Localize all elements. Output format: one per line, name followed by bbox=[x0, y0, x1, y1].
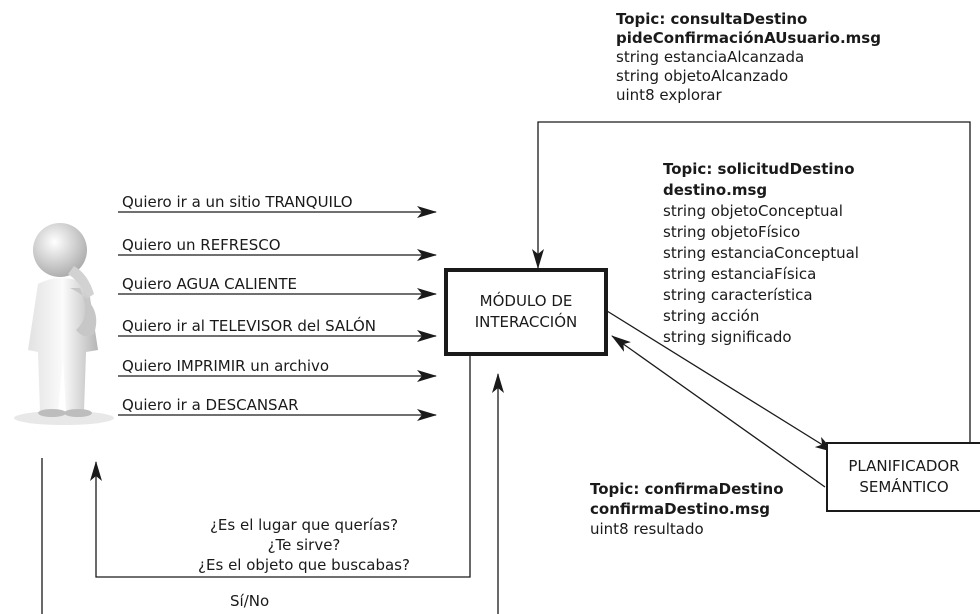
thinking-person-icon bbox=[14, 223, 114, 425]
questions-connector bbox=[90, 356, 471, 578]
request-label: Quiero ir a DESCANSAR bbox=[122, 396, 299, 414]
question-label: ¿Es el objeto que buscabas? bbox=[198, 556, 410, 574]
confirma-field: uint8 resultado bbox=[590, 520, 704, 538]
request-label: Quiero un REFRESCO bbox=[122, 236, 281, 254]
consulta-msg-name: pideConfirmaciónAUsuario.msg bbox=[616, 29, 881, 47]
modulo-interaccion-node: MÓDULO DE INTERACCIÓN bbox=[444, 268, 608, 356]
node-label: INTERACCIÓN bbox=[474, 313, 578, 331]
solicitud-field: string objetoFísico bbox=[663, 223, 801, 241]
planificador-semantico-node: PLANIFICADOR SEMÁNTICO bbox=[826, 442, 980, 512]
solicitud-msg-name: destino.msg bbox=[663, 181, 768, 199]
solicitud-field: string estanciaConceptual bbox=[663, 244, 859, 262]
solicitud-field: string acción bbox=[663, 307, 760, 325]
consulta-field: string estanciaAlcanzada bbox=[616, 48, 805, 66]
consulta-field: string objetoAlcanzado bbox=[616, 67, 789, 85]
solicitud-field: string significado bbox=[663, 328, 792, 346]
consulta-connector bbox=[532, 121, 971, 442]
solicitud-field: string característica bbox=[663, 286, 813, 304]
request-label: Quiero ir al TELEVISOR del SALÓN bbox=[122, 317, 376, 335]
confirma-msg-name: confirmaDestino.msg bbox=[590, 500, 770, 518]
solicitud-topic-title: Topic: solicitudDestino bbox=[663, 160, 855, 178]
question-label: ¿Es el lugar que querías? bbox=[209, 516, 399, 534]
consulta-field: uint8 explorar bbox=[616, 86, 722, 104]
confirma-topic-title: Topic: confirmaDestino bbox=[590, 480, 784, 498]
confirma-connector bbox=[611, 335, 826, 488]
question-label: ¿Te sirve? bbox=[267, 536, 341, 554]
solicitud-field: string objetoConceptual bbox=[663, 202, 843, 220]
request-label: Quiero AGUA CALIENTE bbox=[122, 275, 297, 293]
request-label: Quiero IMPRIMIR un archivo bbox=[122, 357, 330, 375]
solicitud-connector bbox=[606, 310, 835, 453]
node-label: MÓDULO DE bbox=[479, 292, 573, 310]
consulta-topic-title: Topic: consultaDestino bbox=[616, 10, 808, 28]
request-label: Quiero ir a un sitio TRANQUILO bbox=[122, 193, 353, 211]
node-label: SEMÁNTICO bbox=[859, 478, 949, 496]
answer-label: Sí/No bbox=[230, 592, 270, 610]
node-label: PLANIFICADOR bbox=[848, 457, 960, 475]
solicitud-field: string estanciaFísica bbox=[663, 265, 817, 283]
